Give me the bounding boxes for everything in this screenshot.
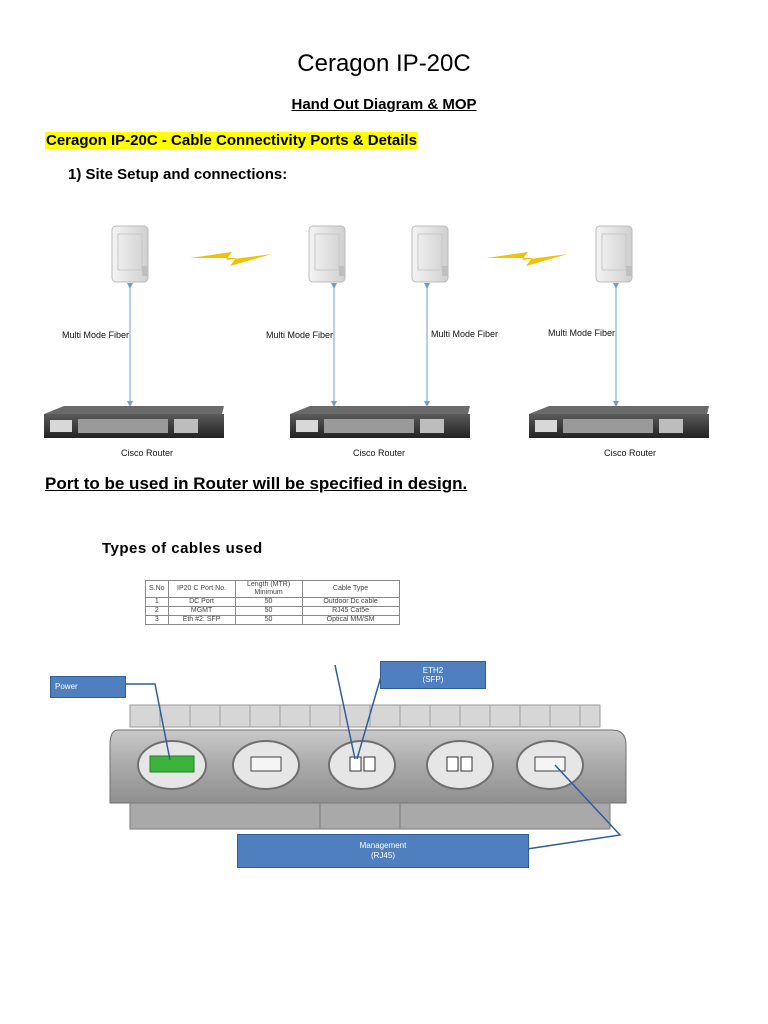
callout-eth2-sfp: ETH2 (SFP)	[380, 661, 486, 689]
table-cell: 50	[234, 597, 303, 607]
callout-power: Power	[50, 676, 126, 698]
fiber-label: Multi Mode Fiber	[431, 329, 498, 339]
table-cell: Optical MM/SM	[301, 615, 400, 625]
wireless-link-icon	[190, 252, 272, 266]
section-heading: Ceragon IP-20C - Cable Connectivity Port…	[45, 132, 418, 149]
fiber-label: Multi Mode Fiber	[266, 330, 333, 340]
table-cell: Eth #2: SFP	[167, 615, 236, 625]
table-cell: 1	[145, 597, 169, 607]
radio-unit-1	[111, 225, 149, 283]
table-row: 3 Eth #2: SFP 50 Optical MM/SM	[145, 615, 400, 625]
fiber-label: Multi Mode Fiber	[548, 328, 615, 338]
radio-unit-2	[308, 225, 346, 283]
radio-unit-4	[595, 225, 633, 283]
callout-management: Management (RJ45)	[237, 834, 529, 868]
table-header: Cable Type	[301, 580, 400, 598]
table-cell: RJ45 Cat5e	[301, 606, 400, 616]
site-setup-diagram: Multi Mode Fiber Multi Mode Fiber Multi …	[44, 225, 709, 458]
table-cell: 50	[234, 606, 303, 616]
table-row: 1 DC Port 50 Outdoor Dc cable	[145, 597, 400, 607]
ip20c-port-panel	[109, 664, 627, 850]
cisco-router-1	[44, 406, 224, 438]
cable-table: S.No IP20 C Port No. Length (MTR) Minimu…	[145, 580, 400, 625]
router-label: Cisco Router	[353, 448, 405, 458]
router-label: Cisco Router	[604, 448, 656, 458]
radio-unit-3	[411, 225, 449, 283]
table-header: S.No	[145, 580, 169, 598]
document-subtitle: Hand Out Diagram & MOP	[291, 96, 477, 113]
table-cell: 3	[145, 615, 169, 625]
step-heading: 1) Site Setup and connections:	[68, 166, 288, 183]
eth2-sfp-port	[328, 740, 396, 790]
port-2	[232, 740, 300, 790]
router-label: Cisco Router	[121, 448, 173, 458]
port-note: Port to be used in Router will be specif…	[45, 474, 468, 493]
table-header: Length (MTR) Minimum	[234, 580, 303, 598]
table-header-row: S.No IP20 C Port No. Length (MTR) Minimu…	[145, 580, 400, 598]
cisco-router-3	[529, 406, 709, 438]
management-rj45-port	[516, 740, 584, 790]
table-row: 2 MGMT 50 RJ45 Cat5e	[145, 606, 400, 616]
callout-eth2-line2: (SFP)	[422, 675, 444, 684]
eth2-leader-line	[334, 664, 356, 760]
table-header: IP20 C Port No.	[167, 580, 236, 598]
eth2-leader-line	[356, 672, 383, 760]
port-4	[426, 740, 494, 790]
callout-mgmt-line1: Management	[359, 841, 407, 850]
callout-mgmt-line2: (RJ45)	[370, 851, 395, 860]
table-cell: 50	[234, 615, 303, 625]
cables-title: Types of cables used	[102, 540, 263, 557]
power-port	[137, 740, 207, 790]
table-cell: 2	[145, 606, 169, 616]
table-cell: DC Port	[167, 597, 236, 607]
table-cell: MGMT	[167, 606, 236, 616]
table-cell: Outdoor Dc cable	[301, 597, 400, 607]
cisco-router-2	[290, 406, 470, 438]
wireless-link-icon	[486, 252, 568, 266]
document-title: Ceragon IP-20C	[297, 50, 471, 77]
callout-eth2-line1: ETH2	[422, 666, 444, 675]
fiber-label: Multi Mode Fiber	[62, 330, 129, 340]
power-leader-line	[120, 683, 171, 761]
mgmt-leader-line	[526, 764, 622, 850]
